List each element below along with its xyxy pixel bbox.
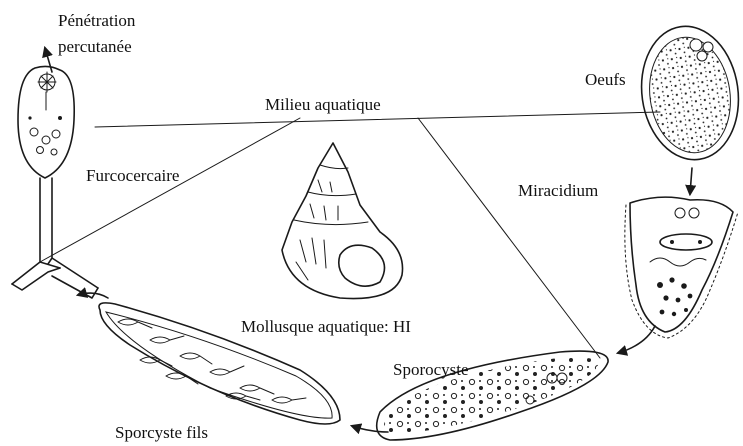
arrow-egg-to-miracidium [690, 168, 692, 194]
arrow-miracidium-to-sporocyste [618, 326, 655, 353]
milieu-aquatique-label: Milieu aquatique [265, 95, 381, 114]
miracidium-label: Miracidium [518, 181, 598, 200]
oeufs-label: Oeufs [585, 70, 626, 89]
mollusque-label: Mollusque aquatique: HI [241, 317, 411, 336]
arrow-sporocyste-to-fils [352, 426, 388, 432]
sporocyste-fils-label: Sporcyste fils [115, 423, 208, 442]
arrow-penetration [45, 48, 52, 72]
penetration-label-line2: percutanée [58, 37, 132, 56]
penetration-label-line1: Pénétration [58, 11, 136, 30]
egg-drawing [633, 20, 743, 166]
miracidium-drawing [625, 197, 738, 338]
furcocercaire-label: Furcocercaire [86, 166, 179, 185]
snail-drawing [282, 143, 403, 299]
sporocyste-label: Sporocyste [393, 360, 469, 379]
